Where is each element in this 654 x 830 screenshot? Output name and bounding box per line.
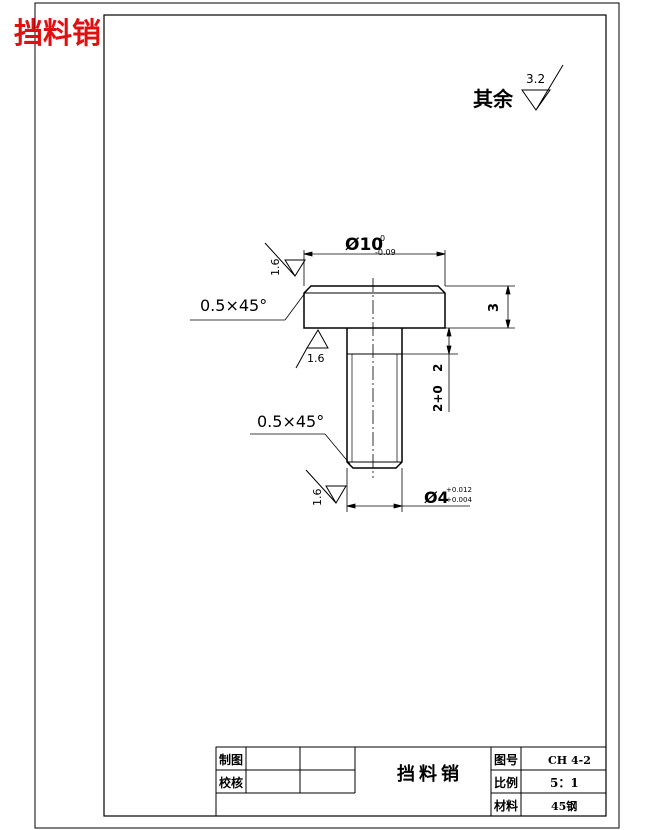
head-thickness-label: 3 — [487, 303, 502, 312]
title-block — [215, 746, 607, 817]
chamfer-top-leader — [190, 288, 309, 321]
pin-tol-lower: +0.004 — [446, 496, 472, 504]
remaining-finish-value: 3.2 — [526, 72, 545, 86]
chamfer-bottom-leader — [250, 433, 351, 465]
outer-border — [34, 2, 620, 829]
head-tol-lower: -0.09 — [375, 248, 396, 257]
drawing-no-value: CH 4-2 — [548, 754, 591, 767]
part-profile — [303, 285, 446, 469]
pin-diameter-dimension — [346, 468, 470, 512]
pin-head — [303, 285, 446, 329]
checked-label: 校核 — [219, 775, 243, 790]
drawing-no-label: 图号 — [494, 752, 518, 767]
finish-pin-end-value: 1.6 — [311, 489, 324, 507]
scale-label: 比例 — [494, 775, 518, 790]
drawn-label: 制图 — [219, 752, 243, 767]
finish-symbol-head-bottom-icon — [295, 329, 329, 369]
head-thickness-dimension — [445, 285, 515, 329]
remaining-finish-label: 其余 — [473, 87, 514, 111]
material-value: 45钢 — [551, 799, 577, 813]
header-title: 挡料销 — [14, 16, 101, 50]
head-diameter-label: Ø10 — [345, 235, 383, 255]
chamfer-top-label: 0.5×45° — [200, 296, 267, 315]
chamfer-bottom-label: 0.5×45° — [257, 412, 324, 431]
finish-symbol-head-top-icon — [264, 242, 306, 277]
finish-head-bottom-value: 1.6 — [307, 352, 325, 365]
finish-symbol-pin-end-icon — [305, 469, 347, 504]
finish-head-top-value: 1.6 — [269, 259, 282, 277]
material-label: 材料 — [493, 798, 518, 813]
pin-tol-upper: +0.012 — [446, 486, 472, 494]
inner-border — [103, 14, 607, 817]
pin-shank — [346, 328, 403, 469]
part-name: 挡料销 — [397, 763, 463, 785]
head-diameter-dimension — [303, 250, 446, 286]
shank-length-tol-label: 2+0 — [431, 385, 445, 412]
roughness-symbol-icon — [521, 64, 564, 111]
head-tol-upper: 0 — [380, 234, 385, 243]
pin-diameter-label: Ø4 — [424, 488, 449, 507]
remaining-finish-note: 其余 3.2 — [473, 64, 564, 111]
scale-value: 5：1 — [550, 776, 579, 790]
shank-length-dimension — [402, 327, 458, 412]
shank-length-label: 2 — [431, 364, 445, 372]
